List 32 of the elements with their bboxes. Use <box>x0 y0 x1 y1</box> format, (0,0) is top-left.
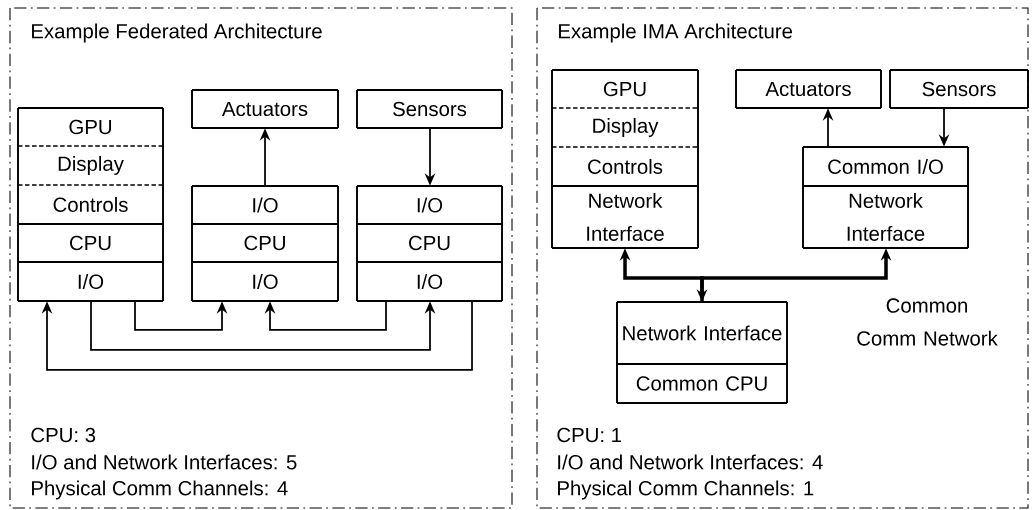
module-box: CPU <box>17 223 164 263</box>
module-box: I/O <box>191 261 339 302</box>
network-label: Common Comm Network <box>857 298 998 346</box>
module-box: Common I/O <box>802 146 969 187</box>
module-box: GPU <box>17 107 164 147</box>
module-box: Controls <box>551 146 699 187</box>
module-box: I/O <box>356 185 503 225</box>
module-box: I/O <box>17 261 164 302</box>
module-box: Network Interface <box>802 185 969 249</box>
arrow <box>264 300 387 331</box>
summary-text: I/O and Network Interfaces: 5 <box>32 454 297 470</box>
module-box: Common CPU <box>616 363 788 404</box>
module-box: Network Interface <box>616 301 788 365</box>
summary-text: CPU: 3 <box>31 427 96 443</box>
module-box: Display <box>551 107 699 148</box>
summary-text: I/O and Network Interfaces: 4 <box>558 454 823 470</box>
summary-text: Physical Comm Channels: 1 <box>558 480 814 500</box>
module-box: CPU <box>191 223 339 263</box>
module-box: I/O <box>356 261 503 302</box>
module-box: GPU <box>551 69 699 109</box>
module-box: I/O <box>191 185 339 225</box>
module-box: Actuators <box>191 89 339 129</box>
module-box: CPU <box>356 223 503 263</box>
module-box: Actuators <box>735 69 882 109</box>
module-box: Display <box>17 145 164 186</box>
module-box: Controls <box>17 184 164 225</box>
module-box: Network Interface <box>551 185 699 249</box>
arrow <box>41 300 473 371</box>
summary-text: Physical Comm Channels: 4 <box>32 480 288 500</box>
module-box: Sensors <box>356 89 503 129</box>
module-box: Sensors <box>889 69 1029 109</box>
summary-text: CPU: 1 <box>557 427 622 443</box>
